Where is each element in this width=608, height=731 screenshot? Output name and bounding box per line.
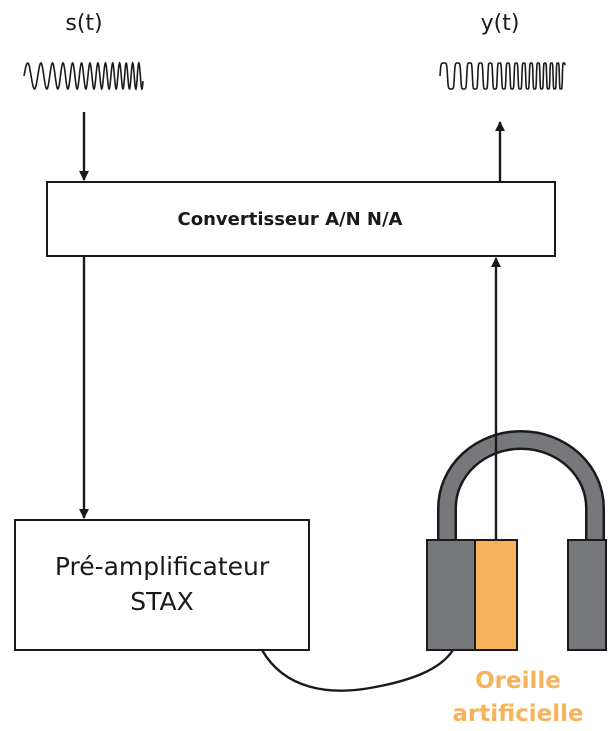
output-signal-label: y(t)	[481, 11, 520, 36]
preamp-box	[14, 519, 310, 651]
preamp-label-line1: Pré-amplificateur	[55, 552, 270, 581]
input-waveform	[23, 61, 144, 91]
headphone-left-earcup	[426, 539, 476, 651]
headphone-right-earcup	[567, 539, 607, 651]
headphone-band	[439, 432, 603, 540]
artificial-ear-label-line1: Oreille	[475, 668, 561, 694]
artificial-ear-block	[474, 539, 518, 651]
converter-label: Convertisseur A/N N/A	[178, 209, 403, 230]
preamp-label-line2: STAX	[130, 587, 193, 616]
input-signal-label: s(t)	[65, 11, 102, 36]
artificial-ear-label-line2: artificielle	[452, 701, 583, 727]
output-waveform	[439, 62, 566, 90]
headphone-cable	[260, 649, 455, 692]
converter-box	[46, 181, 556, 257]
